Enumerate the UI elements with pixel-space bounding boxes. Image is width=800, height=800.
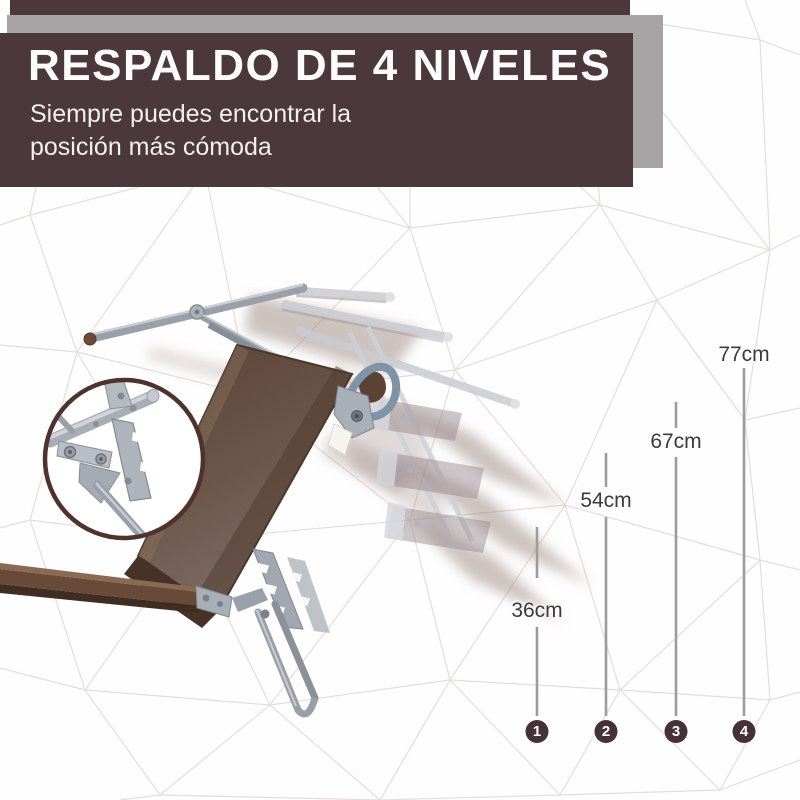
tube-end-cap bbox=[83, 332, 97, 346]
backrest-hook-and-ratchet bbox=[327, 362, 401, 456]
height-label-level-4: 77cm bbox=[718, 343, 770, 366]
magnifier-ring bbox=[42, 377, 206, 541]
level-badge-4: 4 bbox=[732, 720, 756, 743]
height-label-level-3: 67cm bbox=[650, 430, 702, 453]
page-title: RESPALDO DE 4 NIVELES bbox=[28, 41, 612, 90]
subtitle-line-1: Siempre puedes encontrar la bbox=[30, 100, 352, 129]
height-label-level-2: 54cm bbox=[580, 489, 632, 512]
subtitle-line-2: posición más cómoda bbox=[30, 133, 272, 162]
fabric-tag bbox=[327, 423, 353, 456]
prop-leg bbox=[254, 600, 319, 718]
ratchet-racks bbox=[232, 548, 330, 633]
ghost-positions bbox=[281, 287, 520, 553]
level-badge-1: 1 bbox=[525, 720, 549, 743]
height-label-level-1: 36cm bbox=[511, 599, 563, 622]
seat-rail bbox=[0, 563, 233, 618]
level-badge-3: 3 bbox=[664, 720, 688, 743]
level-badge-2: 2 bbox=[594, 720, 618, 743]
banner-back-strip bbox=[10, 0, 630, 17]
page-subtitle: Siempre puedes encontrar la posición más… bbox=[30, 98, 633, 164]
title-banner: RESPALDO DE 4 NIVELES Siempre puedes enc… bbox=[0, 33, 633, 187]
